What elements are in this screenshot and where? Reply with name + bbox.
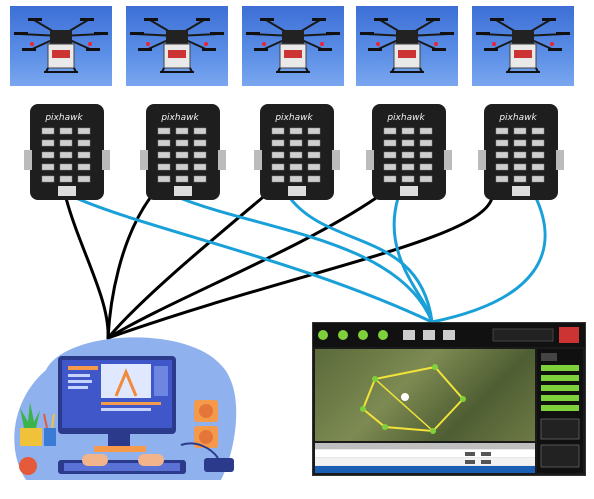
computer-illustration (14, 337, 237, 480)
gcs-map-view[interactable] (315, 349, 535, 441)
terminal-icon (423, 330, 435, 340)
hexacopter-icon (476, 18, 570, 73)
flight-path-overlay (360, 364, 466, 434)
hexacopter-icon (360, 18, 454, 73)
hands-icon (82, 454, 164, 466)
hexacopter-icon (14, 18, 108, 73)
flight-controller-icon: pixhawk (140, 104, 226, 200)
pixhawk-label: pixhawk (160, 113, 199, 123)
simulation-icon (403, 330, 415, 340)
drone-photo (10, 6, 112, 86)
flight-plan-icon (338, 330, 348, 340)
pixhawk-label: pixhawk (44, 113, 83, 123)
pixhawk-label: pixhawk (274, 113, 313, 123)
pixhawk-controller: pixhawk (254, 104, 340, 200)
flight-controller-icon: pixhawk (254, 104, 340, 200)
setup-icon (358, 330, 368, 340)
apple-icon (19, 457, 37, 475)
pixhawk-controller: pixhawk (478, 104, 564, 200)
plant-icon (20, 402, 42, 446)
link-fc1-computer (64, 196, 110, 340)
gcs-waypoint-table (315, 443, 535, 473)
link-fc5-computer (106, 196, 494, 340)
config-icon (378, 330, 388, 340)
link-fc2-computer (106, 196, 152, 340)
gcs-side-panel (537, 349, 583, 473)
connect-icon (559, 327, 579, 343)
hexacopter-icon (130, 18, 224, 73)
flight-controller-icon: pixhawk (24, 104, 110, 200)
pixhawk-controller: pixhawk (366, 104, 452, 200)
flight-data-icon (318, 330, 328, 340)
gcs-toolbar (313, 323, 585, 347)
link-fc5-gcs (430, 196, 547, 324)
link-fc3-gcs (288, 196, 434, 324)
gcs-links (74, 196, 547, 324)
link-fc4-gcs (392, 196, 434, 324)
hexacopter-icon (246, 18, 340, 73)
flight-controller-icon: pixhawk (366, 104, 452, 200)
monitor-icon (58, 356, 176, 452)
speaker-icon (194, 400, 218, 448)
drone-photo (356, 6, 458, 86)
mouse-icon (180, 442, 234, 472)
pencil-cup-icon (43, 413, 56, 446)
pixhawk-controller: pixhawk (140, 104, 226, 200)
drone-photo (242, 6, 344, 86)
pixhawk-controller: pixhawk (24, 104, 110, 200)
link-fc2-gcs (178, 196, 434, 324)
drone-photo (472, 6, 574, 86)
pixhawk-label: pixhawk (498, 113, 537, 123)
gcs-toolbar-icons (318, 327, 579, 343)
help-icon (443, 330, 455, 340)
link-fc1-gcs (74, 196, 434, 324)
link-fc4-computer (106, 196, 378, 340)
flight-controller-icon: pixhawk (478, 104, 564, 200)
pixhawk-label: pixhawk (386, 113, 425, 123)
drone-photo (126, 6, 228, 86)
keyboard-icon (58, 460, 186, 474)
ground-control-station-window (312, 322, 586, 476)
